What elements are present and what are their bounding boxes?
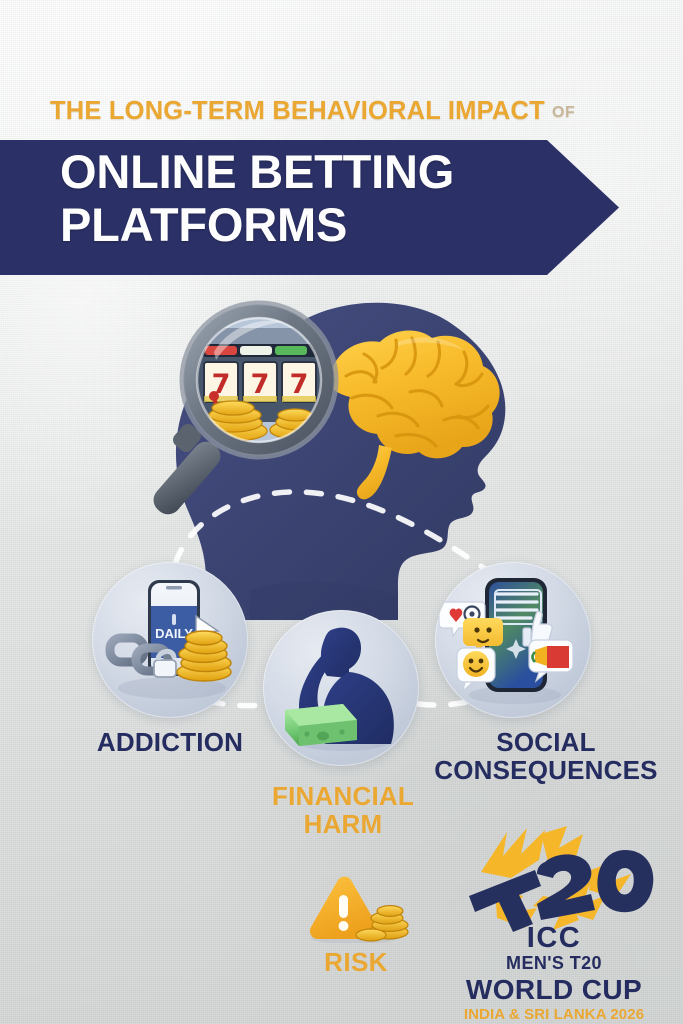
page-title: ONLINE BETTING PLATFORMS xyxy=(60,146,600,251)
page-kicker: THE LONG-TERM BEHAVIORAL IMPACT OF xyxy=(50,97,575,126)
icc-line-3: WORLD CUP xyxy=(465,974,643,1005)
cash-bundle-icon xyxy=(285,704,357,746)
gold-coins-icon xyxy=(355,905,409,942)
icc-line-1: ICC xyxy=(526,922,582,954)
megaphone-icon xyxy=(528,639,574,683)
page-title-line-2: PLATFORMS xyxy=(60,198,348,251)
svg-text:7: 7 xyxy=(290,369,309,400)
risk-label: RISK xyxy=(324,947,388,977)
magnifying-glass-icon: 7 7 7 xyxy=(153,300,339,515)
node-financial-harm-label-line-2: HARM xyxy=(303,808,383,839)
kicker-text: THE LONG-TERM BEHAVIORAL IMPACT xyxy=(50,97,545,125)
risk-illustration xyxy=(309,876,409,943)
svg-text:7: 7 xyxy=(251,369,270,400)
t20-wordmark xyxy=(469,850,654,932)
emoji-neutral-icon xyxy=(463,618,503,655)
node-social-consequences-label-line-2: CONSEQUENCES xyxy=(434,754,658,785)
node-social-consequences-label-line-1: SOCIAL xyxy=(496,727,596,757)
brain-icon xyxy=(329,330,500,500)
sparkle-icon xyxy=(506,639,526,659)
node-social-consequences[interactable] xyxy=(435,562,591,718)
node-addiction-label: ADDICTION xyxy=(96,727,244,757)
phone-screen-label: DAILY xyxy=(155,626,193,641)
page-title-line-1: ONLINE BETTING xyxy=(60,145,455,198)
open-padlock-icon xyxy=(153,649,177,678)
title-banner-shape xyxy=(0,140,619,275)
node-financial-harm-label-line-1: FINANCIAL xyxy=(272,781,414,811)
warning-triangle-icon xyxy=(309,876,380,939)
text-lines-icon xyxy=(495,592,539,620)
icc-line-4: INDIA & SRI LANKA 2026 xyxy=(463,1006,645,1023)
node-social-consequences-label: SOCIAL CONSEQUENCES xyxy=(412,727,680,785)
icc-t20-world-cup-logo: ICC MEN'S T20 WORLD CUP INDIA & SRI LANK… xyxy=(441,826,667,1023)
node-addiction[interactable]: DAILY xyxy=(92,562,248,718)
icc-line-2: MEN'S T20 xyxy=(506,953,602,973)
node-financial-harm-label: FINANCIAL HARM xyxy=(238,781,448,839)
icc-logo-mark xyxy=(469,826,654,932)
kicker-of: OF xyxy=(551,104,576,121)
heart-icon xyxy=(449,608,463,622)
gold-coins-icon xyxy=(176,630,232,682)
node-financial-harm[interactable] xyxy=(263,610,419,766)
emoji-smile-icon xyxy=(456,647,496,693)
central-illustration: 7 7 7 xyxy=(153,300,506,620)
